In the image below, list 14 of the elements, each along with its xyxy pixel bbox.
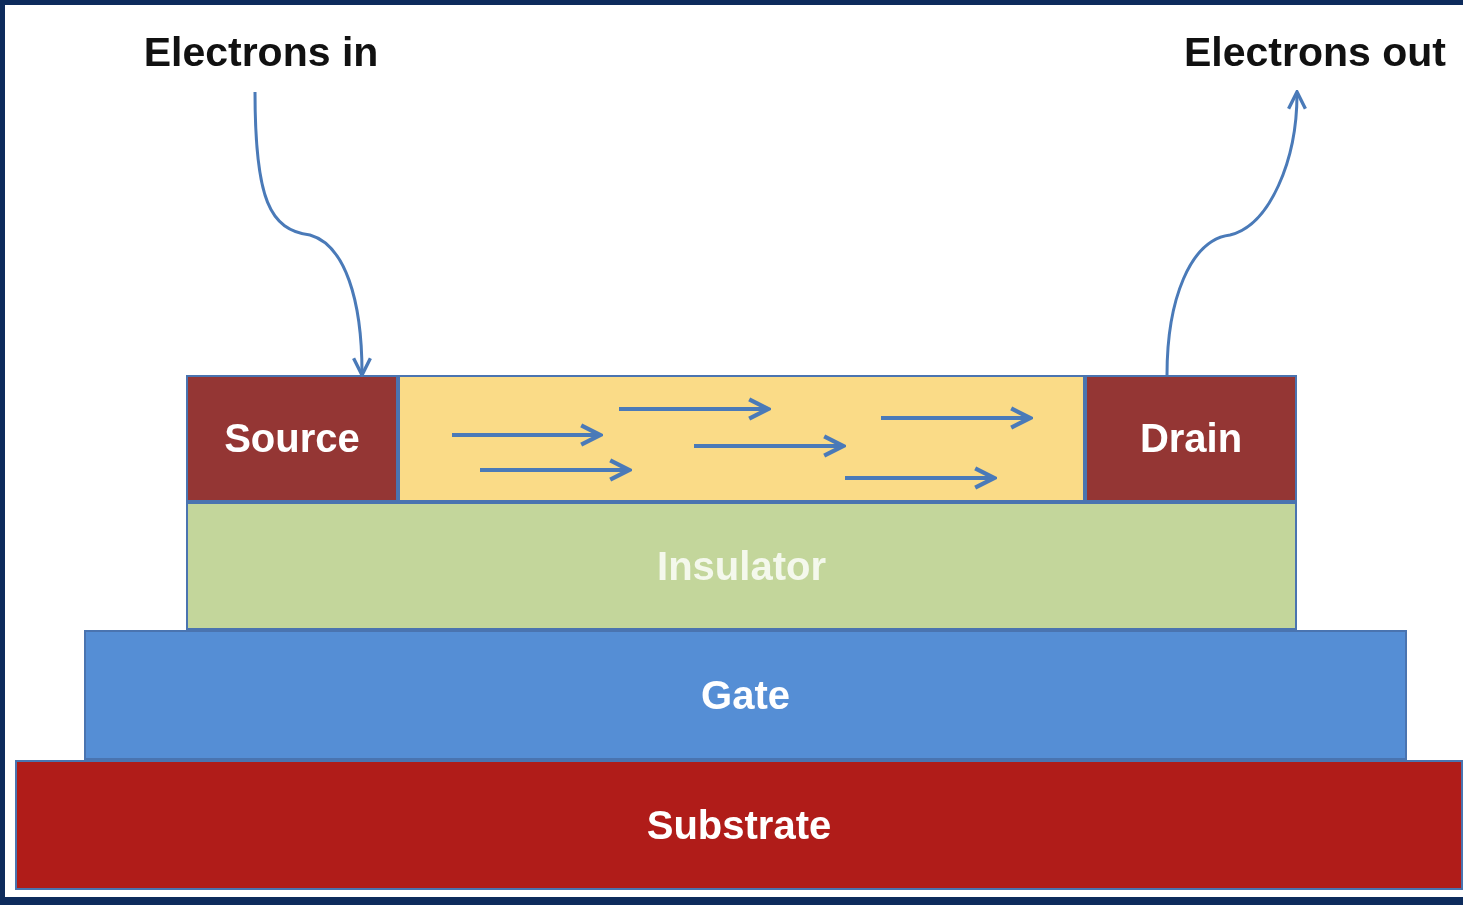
source-electrode: [186, 375, 398, 502]
layer-label: Drain: [1139, 416, 1243, 461]
flow-label: Electrons out: [1172, 22, 1458, 82]
curved-arrow: [253, 92, 372, 377]
curved-arrow: [1165, 90, 1307, 376]
flow-label: Electrons in: [130, 22, 392, 82]
layer-label: Source: [224, 416, 360, 461]
drain-electrode: [1085, 375, 1297, 502]
substrate-layer: [15, 760, 1463, 890]
gate-layer: [84, 630, 1407, 760]
layer-label: Substrate: [646, 802, 832, 848]
insulator-layer: [186, 502, 1297, 630]
layer-label: Insulator: [657, 543, 826, 589]
layer-label: Gate: [701, 672, 790, 718]
